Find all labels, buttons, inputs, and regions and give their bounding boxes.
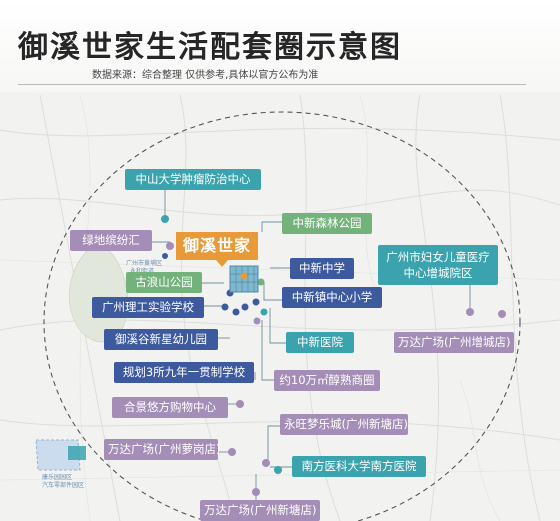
poi-label-wanda-zengcheng: 万达广场(广州增城店)	[394, 332, 514, 353]
poi-label-nanfang-hospital: 南方医科大学南方医院	[292, 456, 426, 477]
poi-dots	[161, 215, 506, 496]
poi-label-nine-year-schools: 规划3所九年一贯制学校	[114, 362, 254, 383]
poi-label-yuxigu-kindergarten: 御溪谷新星幼儿园	[104, 329, 218, 350]
map-place-label: 广州市黄埔区	[126, 260, 163, 267]
poi-label-zhongxin-forest-park: 中新森林公园	[282, 213, 372, 234]
poi-label-zhongxin-primary-school: 中新镇中心小学	[282, 287, 382, 308]
poi-label-yongwang-city: 永旺梦乐城(广州新塘店)	[280, 414, 408, 435]
header-divider	[18, 84, 526, 85]
poi-label-women-children-hospital: 广州市妇女儿童医疗中心增城院区	[378, 245, 498, 285]
project-marker-yuxi: 御溪世家	[176, 232, 258, 267]
poi-label-ligong-school: 广州理工实验学校	[92, 297, 204, 318]
header-band	[0, 0, 560, 92]
poi-label-zhongshan-cancer-center: 中山大学肿瘤防治中心	[125, 169, 261, 190]
poi-label-zhongxin-middle-school: 中新中学	[290, 258, 354, 279]
map-place-label: 永和街道	[130, 266, 154, 275]
data-source-note: 数据来源：综合整理 仅供参考,具体以官方公布为准	[92, 70, 319, 81]
poi-label-mature-commerce: 约10万㎡醇熟商圈	[274, 370, 380, 391]
map-place-label: 汽车零部件园区	[42, 482, 85, 489]
project-building-icon	[229, 265, 259, 293]
living-circle-boundary	[43, 111, 521, 521]
poi-label-hejing-mall: 合景悠方购物中心	[112, 397, 228, 418]
poi-label-wanda-luogang: 万达广场(广州萝岗店)	[104, 439, 220, 460]
page-title: 御溪世家生活配套圈示意图	[18, 30, 402, 65]
poi-label-zhongxin-hospital: 中新医院	[286, 332, 354, 353]
poi-label-gulangshan-park: 古浪山公园	[126, 272, 202, 293]
map-place-label: 康乐园园区	[42, 474, 73, 481]
poi-label-ludi-plaza: 绿地缤纷汇	[70, 230, 152, 251]
poi-label-wanda-xintang: 万达广场(广州新塘店)	[200, 500, 320, 521]
